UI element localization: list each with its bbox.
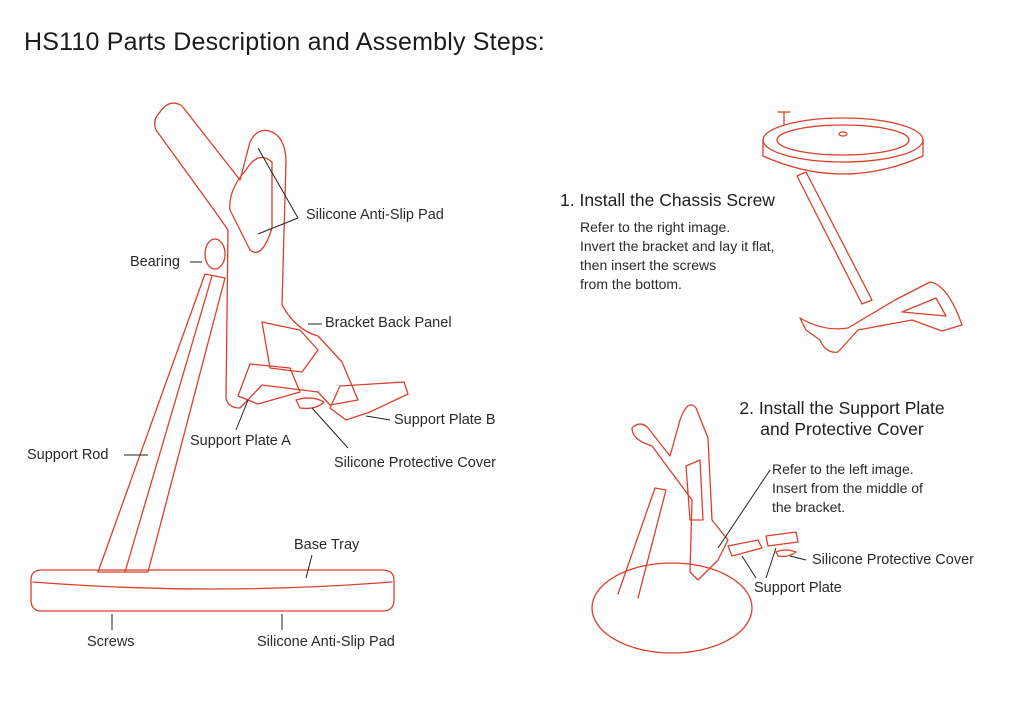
step1-line: then insert the screws [580, 257, 717, 273]
page-title: HS110 Parts Description and Assembly Ste… [24, 28, 545, 56]
step1-line: from the bottom. [580, 276, 682, 292]
bearing-shape [204, 238, 226, 270]
step1-illustration [762, 111, 963, 353]
silicone-protective-cover-shape [295, 397, 325, 410]
step1-line: Invert the bracket and lay it flat, [580, 238, 775, 254]
label-silicone-protective-cover: Silicone Protective Cover [334, 455, 496, 471]
step2-title-line: and Protective Cover [760, 419, 924, 439]
label-bearing: Bearing [130, 254, 180, 270]
label-base-tray: Base Tray [294, 537, 360, 553]
step2-label-silicone-protective-cover: Silicone Protective Cover [812, 552, 974, 568]
step2-label-support-plate: Support Plate [754, 580, 842, 596]
step1-title: 1. Install the Chassis Screw [560, 190, 775, 210]
step2-instructions: Refer to the left image. Insert from the… [772, 460, 923, 517]
label-support-rod: Support Rod [27, 447, 109, 463]
step2-title: 2. Install the Support Plate and Protect… [722, 398, 962, 440]
anti-slip-pad-top-shape [229, 156, 273, 254]
label-support-plate-b: Support Plate B [394, 412, 496, 428]
step1-line: Refer to the right image. [580, 219, 731, 235]
label-silicone-anti-slip-pad-bottom: Silicone Anti-Slip Pad [257, 634, 395, 650]
step2-line: the bracket. [772, 499, 846, 515]
support-plate-a-shape [237, 363, 301, 405]
step2-line: Insert from the middle of [772, 480, 923, 496]
bracket-back-panel-shape [154, 102, 359, 409]
step2-title-line: 2. Install the Support Plate [739, 398, 945, 418]
step2-line: Refer to the left image. [772, 461, 914, 477]
base-tray-shape [30, 569, 395, 612]
support-plate-b-shape [329, 381, 409, 421]
label-silicone-anti-slip-pad-top: Silicone Anti-Slip Pad [306, 207, 444, 223]
leader-lines [111, 147, 807, 630]
label-bracket-back-panel: Bracket Back Panel [325, 315, 452, 331]
step1-instructions: Refer to the right image. Invert the bra… [580, 218, 775, 294]
step2-illustration [591, 404, 799, 654]
label-screws: Screws [87, 634, 135, 650]
support-rod-shape [97, 273, 226, 573]
label-support-plate-a: Support Plate A [190, 433, 291, 449]
main-stand-illustration [30, 102, 409, 612]
